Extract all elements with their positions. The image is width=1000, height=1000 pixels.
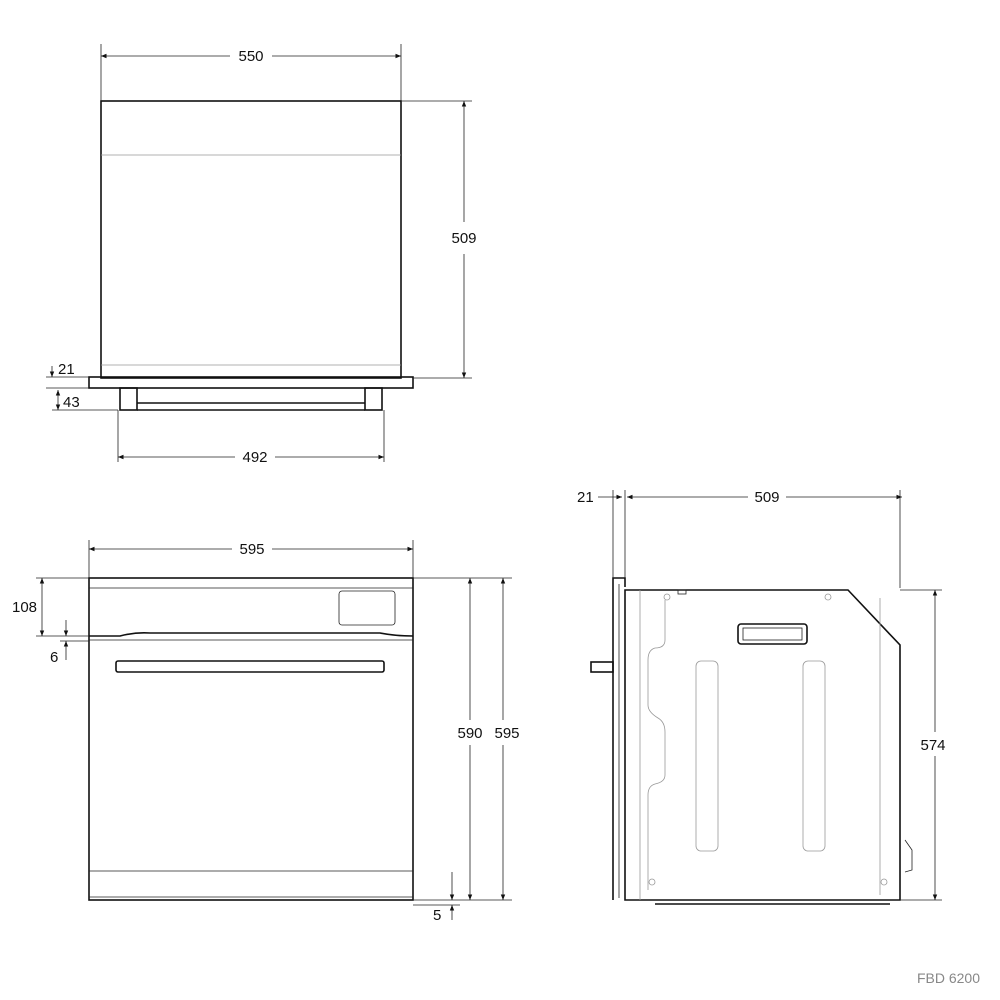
top-view: 550 509 21 43 492: [46, 44, 477, 466]
dim-feet-height: 43: [63, 394, 80, 411]
dim-gap: 6: [50, 649, 58, 666]
dim-door-depth: 21: [577, 489, 594, 506]
dim-total-height: 595: [494, 725, 519, 742]
dim-plate-thickness: 21: [58, 361, 75, 378]
model-label: FBD 6200: [917, 970, 980, 986]
dim-front-width: 595: [239, 541, 264, 558]
dim-side-height: 574: [920, 737, 945, 754]
dim-feet-span: 492: [242, 449, 267, 466]
dim-top-depth: 509: [451, 230, 476, 247]
front-view: 595 108 6 590 595 5: [12, 540, 520, 924]
dim-bottom-gap: 5: [433, 907, 441, 924]
dim-panel-height: 108: [12, 599, 37, 616]
dim-body-height: 590: [457, 725, 482, 742]
dim-top-width: 550: [238, 48, 263, 65]
side-view: 21 509 574: [577, 489, 946, 905]
dim-body-depth: 509: [754, 489, 779, 506]
